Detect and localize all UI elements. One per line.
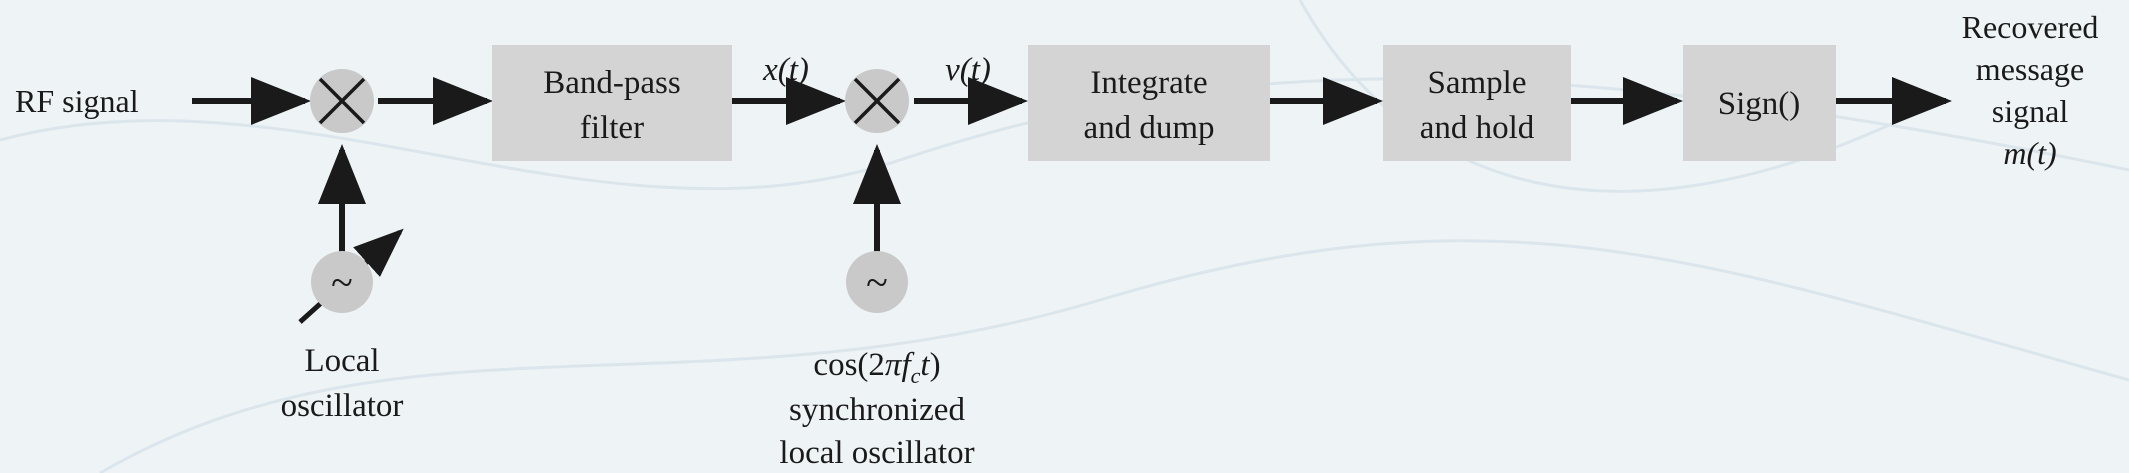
block-integrate-line1: Integrate — [1090, 65, 1207, 101]
mixer-2 — [845, 69, 909, 133]
sync-oscillator: ~ — [846, 251, 908, 313]
output-label-line3: signal — [1992, 93, 2069, 129]
signal-label-x: x(t) — [762, 52, 809, 88]
output-formula: m(t) — [2003, 135, 2056, 171]
block-sign: Sign() — [1683, 45, 1836, 161]
sine-wave-icon: ~ — [866, 260, 888, 305]
sync-osc-label-line2: local oscillator — [779, 435, 974, 471]
block-sample-line1: Sample — [1428, 65, 1527, 101]
output-label-line2: message — [1976, 51, 2084, 87]
local-oscillator: ~ — [311, 251, 373, 313]
block-integrate-line2: and dump — [1083, 110, 1214, 146]
sync-osc-label-line1: synchronized — [789, 392, 965, 428]
block-sample-hold: Sample and hold — [1383, 45, 1571, 161]
multiply-icon — [853, 77, 901, 125]
block-bandpass-line1: Band-pass — [543, 65, 680, 101]
block-integrate-dump: Integrate and dump — [1028, 45, 1270, 161]
local-osc-label-line2: oscillator — [281, 388, 404, 424]
block-sign-label: Sign() — [1718, 86, 1801, 122]
output-label-line1: Recovered — [1962, 9, 2099, 45]
input-label-rf-signal: RF signal — [15, 83, 139, 119]
block-bandpass-filter: Band-pass filter — [492, 45, 732, 161]
signal-label-v: v(t) — [945, 52, 991, 88]
mixer-1 — [310, 69, 374, 133]
block-bandpass-line2: filter — [580, 110, 644, 146]
sync-osc-formula: cos(2πfct) — [813, 347, 940, 388]
block-sample-line2: and hold — [1420, 110, 1535, 146]
sine-wave-icon: ~ — [331, 260, 353, 305]
multiply-icon — [318, 77, 366, 125]
local-osc-label-line1: Local — [304, 343, 379, 379]
